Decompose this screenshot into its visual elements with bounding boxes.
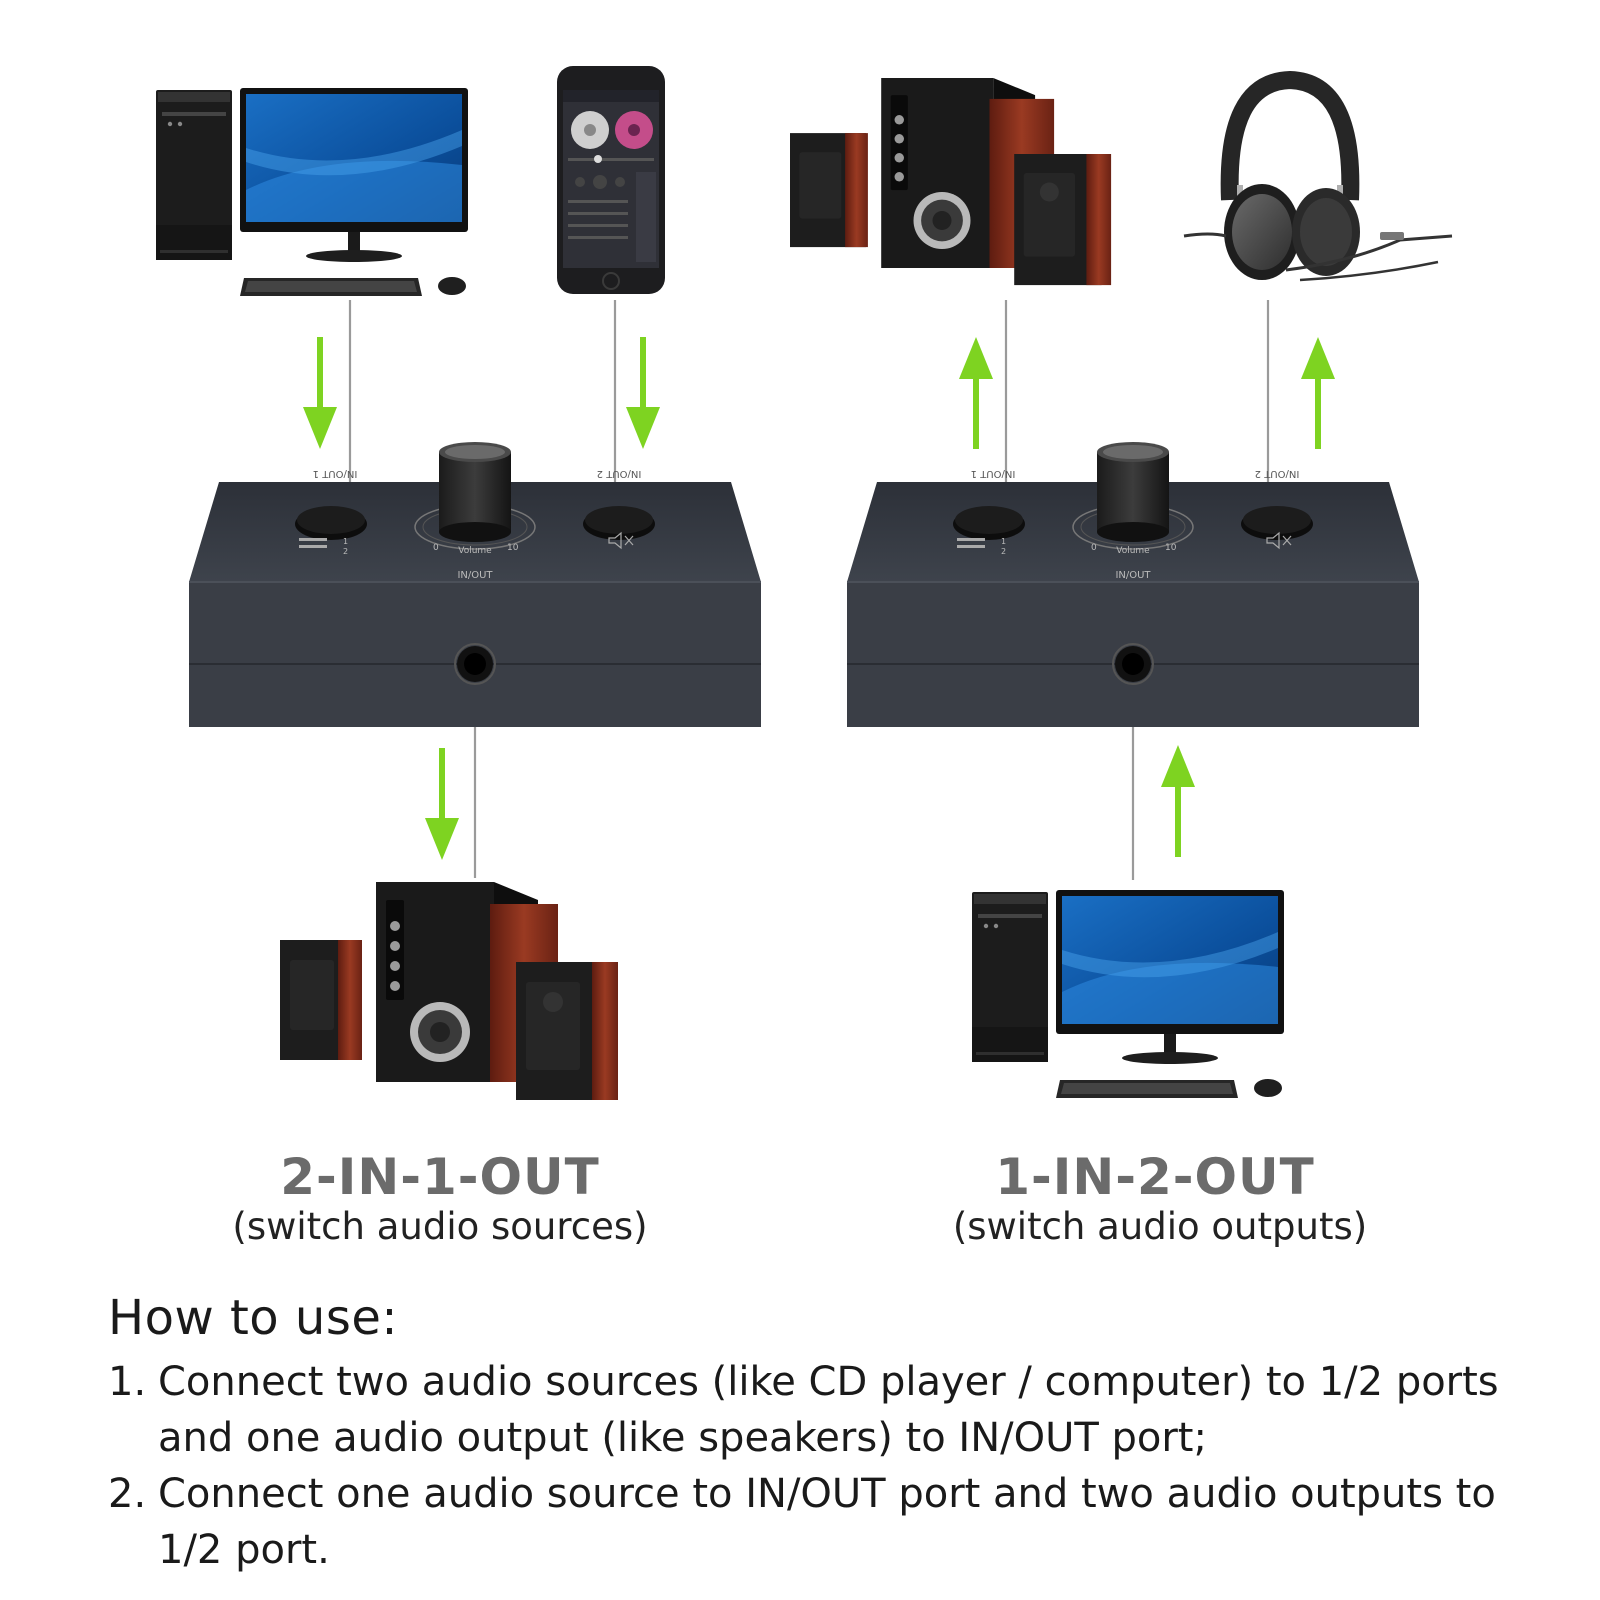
- audio-switch-box: [846, 441, 1420, 728]
- step-text: Connect two audio sources (like CD playe…: [158, 1359, 1499, 1461]
- port-label-1: IN/OUT 1: [313, 468, 358, 479]
- audio-switch-box: [188, 441, 762, 728]
- volume-label: Volume: [1116, 546, 1150, 556]
- how-to-step: 2. Connect one audio source to IN/OUT po…: [108, 1466, 1568, 1578]
- arrow-up-icon: [959, 337, 993, 449]
- port-label-1: IN/OUT 1: [971, 468, 1016, 479]
- step-number: 2.: [108, 1471, 147, 1517]
- speaker-set-icon: [790, 78, 1112, 286]
- mode-subtitle-2in1out: (switch audio sources): [232, 1205, 648, 1248]
- mode-subtitle-1in2out: (switch audio outputs): [952, 1205, 1368, 1248]
- mode-title-1in2out: 1-IN-2-OUT: [995, 1148, 1315, 1206]
- step-text: Connect one audio source to IN/OUT port …: [158, 1471, 1496, 1573]
- inout-label: IN/OUT: [1115, 570, 1151, 581]
- how-to-step: 1. Connect two audio sources (like CD pl…: [108, 1354, 1568, 1466]
- arrow-down-icon: [425, 748, 459, 860]
- step-number: 1.: [108, 1359, 147, 1405]
- arrow-up-icon: [1161, 745, 1195, 857]
- how-to-heading: How to use:: [108, 1290, 399, 1346]
- volume-label: Volume: [458, 546, 492, 556]
- speaker-set-icon: [280, 882, 618, 1100]
- port-label-2: IN/OUT 2: [597, 468, 642, 479]
- computer-icon: [972, 890, 1284, 1098]
- inout-label: IN/OUT: [457, 570, 493, 581]
- mode-title-2in1out: 2-IN-1-OUT: [280, 1148, 600, 1206]
- arrow-down-icon: [303, 337, 337, 449]
- smartphone-icon: [557, 66, 665, 294]
- headphones-icon: [1183, 70, 1453, 282]
- computer-icon: [156, 88, 468, 296]
- arrow-up-icon: [1301, 337, 1335, 449]
- arrow-down-icon: [626, 337, 660, 449]
- how-to-section: How to use: 1. Connect two audio sources…: [108, 1290, 1568, 1578]
- port-label-2: IN/OUT 2: [1255, 468, 1300, 479]
